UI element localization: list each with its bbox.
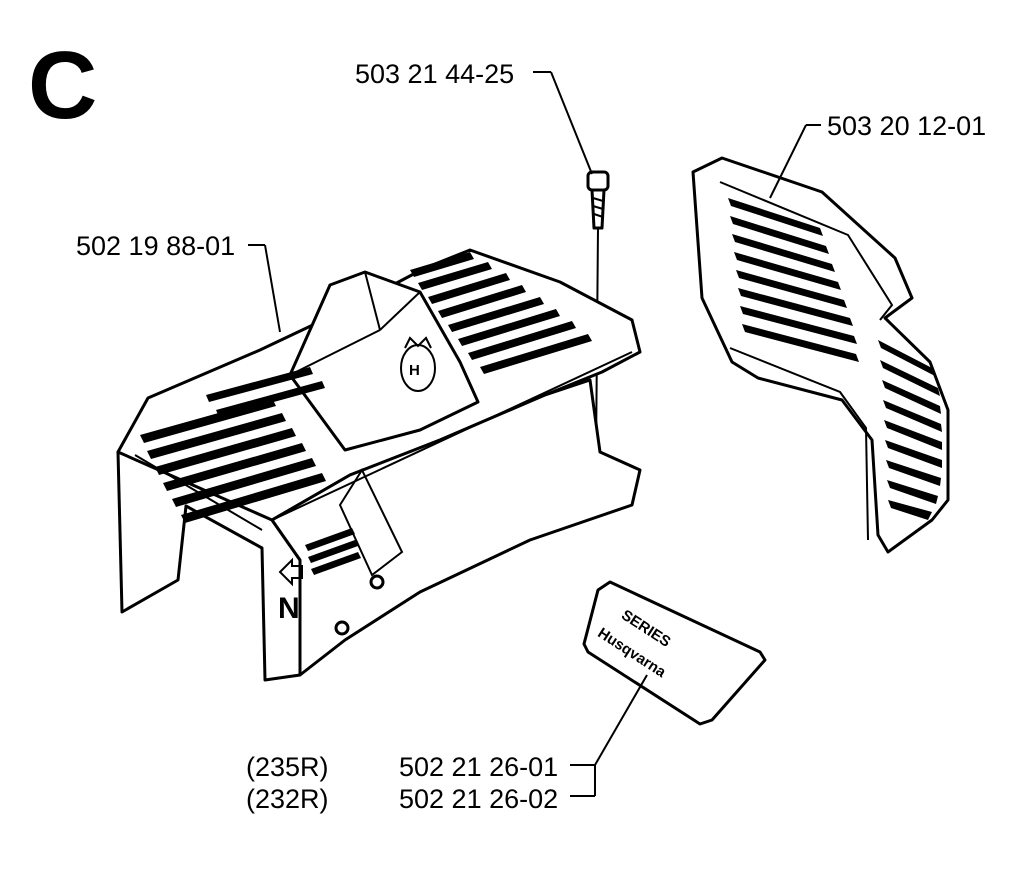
section-letter: C xyxy=(28,32,97,139)
label-decal-232r: 502 21 26-02 xyxy=(399,784,558,814)
label-model-235r: (235R) xyxy=(246,752,329,782)
label-decal-235r: 502 21 26-01 xyxy=(399,752,558,782)
leader-lines xyxy=(248,71,821,797)
cover-mark-n: N xyxy=(278,592,300,625)
label-screw: 503 21 44-25 xyxy=(355,59,514,89)
grille-part xyxy=(691,156,950,554)
left-vents xyxy=(140,367,326,523)
label-grille: 503 20 12-01 xyxy=(827,111,986,141)
label-model-232r: (232R) xyxy=(246,784,329,814)
right-vents xyxy=(410,252,592,374)
label-cover: 502 19 88-01 xyxy=(76,231,235,261)
decal-part: SERIES Husqvarna xyxy=(582,580,767,726)
cover-part: H xyxy=(116,248,642,682)
grille-slats xyxy=(728,198,942,520)
svg-text:H: H xyxy=(409,362,420,379)
